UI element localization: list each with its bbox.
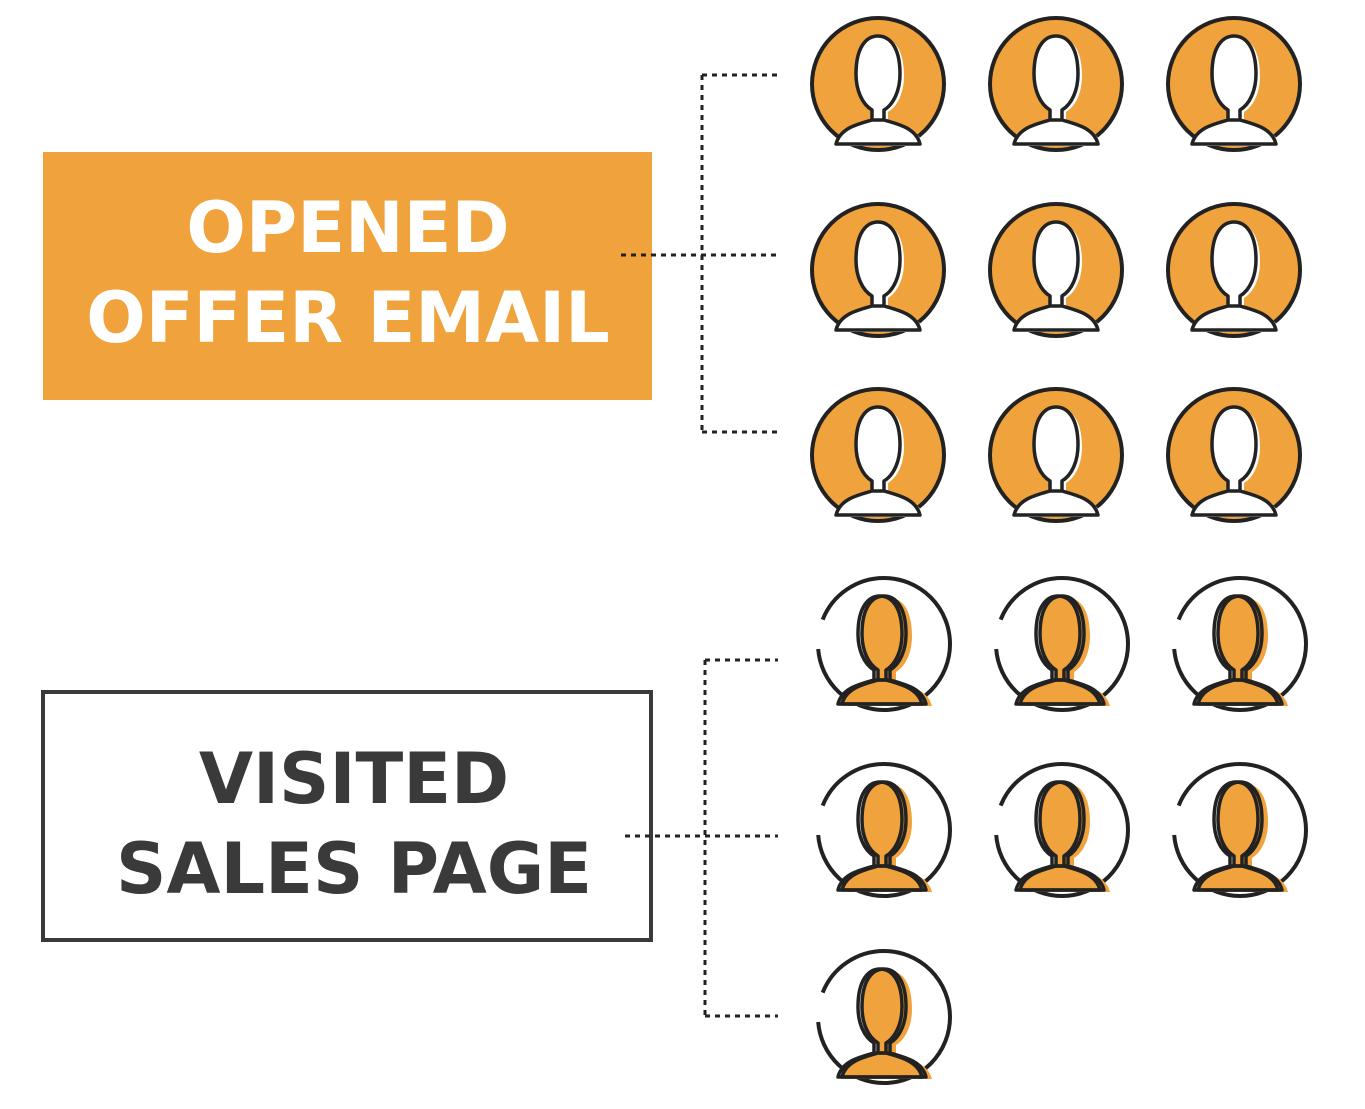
group-opened-offer-email: OPENED OFFER EMAIL bbox=[43, 16, 1302, 523]
opened-person-icon-6 bbox=[1166, 202, 1302, 338]
visited-person-icon-4 bbox=[816, 762, 952, 898]
visited-person-icon-3 bbox=[1172, 576, 1308, 712]
visited-people-grid bbox=[816, 576, 1308, 1085]
opened-person-icon-4 bbox=[810, 202, 946, 338]
opened-people-grid bbox=[810, 16, 1302, 523]
visited-person-icon-6 bbox=[1172, 762, 1308, 898]
opened-label-line-2: OFFER EMAIL bbox=[86, 277, 610, 359]
opened-person-icon-7 bbox=[810, 387, 946, 523]
visited-person-icon-5 bbox=[994, 762, 1130, 898]
visited-label-box bbox=[41, 690, 653, 942]
visited-person-icon-7 bbox=[816, 949, 952, 1085]
opened-person-icon-8 bbox=[988, 387, 1124, 523]
opened-person-icon-2 bbox=[988, 16, 1124, 152]
visited-person-icon-2 bbox=[994, 576, 1130, 712]
opened-person-icon-5 bbox=[988, 202, 1124, 338]
visited-label-line-2: SALES PAGE bbox=[116, 828, 592, 910]
opened-person-icon-9 bbox=[1166, 387, 1302, 523]
opened-person-icon-3 bbox=[1166, 16, 1302, 152]
opened-person-icon-1 bbox=[810, 16, 946, 152]
visited-label-line-1: VISITED bbox=[199, 738, 509, 820]
opened-label-box bbox=[43, 152, 652, 400]
visited-connector bbox=[625, 658, 778, 1018]
visited-person-icon-1 bbox=[816, 576, 952, 712]
opened-label-line-1: OPENED bbox=[186, 187, 509, 269]
opened-connector bbox=[621, 73, 778, 434]
group-visited-sales-page: VISITED SALES PAGE bbox=[41, 576, 1308, 1085]
